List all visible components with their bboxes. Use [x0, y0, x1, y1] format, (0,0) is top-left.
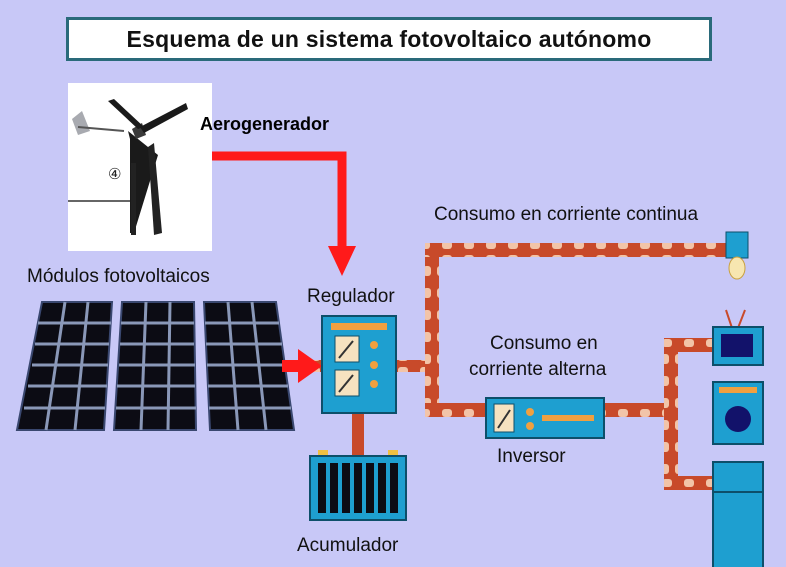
tv-icon [712, 309, 764, 366]
wire-ac-fridge [664, 476, 714, 490]
arrow-head-down [328, 246, 356, 276]
regulator [321, 315, 397, 414]
wind-turbine-photo: ④ [68, 83, 212, 251]
battery [309, 450, 407, 521]
arrow-wind-to-regulator [212, 151, 347, 248]
wind-turbine-icon: ④ [68, 83, 212, 251]
inverter [485, 397, 605, 439]
solar-panel-3 [202, 301, 296, 431]
label-consumo-cc: Consumo en corriente continua [434, 204, 699, 225]
wire-ac-bus [664, 338, 678, 490]
fridge-icon [712, 461, 764, 567]
solar-panel-1 [15, 301, 114, 431]
solar-modules [15, 301, 296, 431]
wire-trunk [425, 243, 439, 415]
title-box: Esquema de un sistema fotovoltaico autón… [66, 17, 712, 61]
wire-regulator-battery [352, 413, 364, 459]
wire-inverter-out [602, 403, 674, 417]
label-consumo-ca-line2: corriente alterna [469, 359, 607, 380]
label-modulos-fotovoltaicos: Módulos fotovoltaicos [27, 266, 210, 287]
photo-number-mark: ④ [108, 165, 121, 183]
lamp-icon [725, 231, 749, 280]
wire-dc-line [425, 243, 735, 257]
label-inversor: Inversor [497, 446, 566, 467]
wire-ac-tv [664, 338, 714, 352]
solar-panel-2 [112, 301, 198, 431]
wiring [288, 243, 735, 490]
label-acumulador: Acumulador [297, 535, 399, 556]
label-consumo-ca-line1: Consumo en [490, 333, 598, 354]
arrow-panels-to-regulator [282, 349, 322, 383]
label-regulador: Regulador [307, 286, 395, 307]
washing-machine-icon [712, 381, 764, 445]
red-arrows [212, 151, 356, 383]
label-aerogenerador: Aerogenerador [200, 114, 330, 134]
wire-to-inverter [425, 403, 487, 417]
diagram-title: Esquema de un sistema fotovoltaico autón… [126, 25, 652, 52]
